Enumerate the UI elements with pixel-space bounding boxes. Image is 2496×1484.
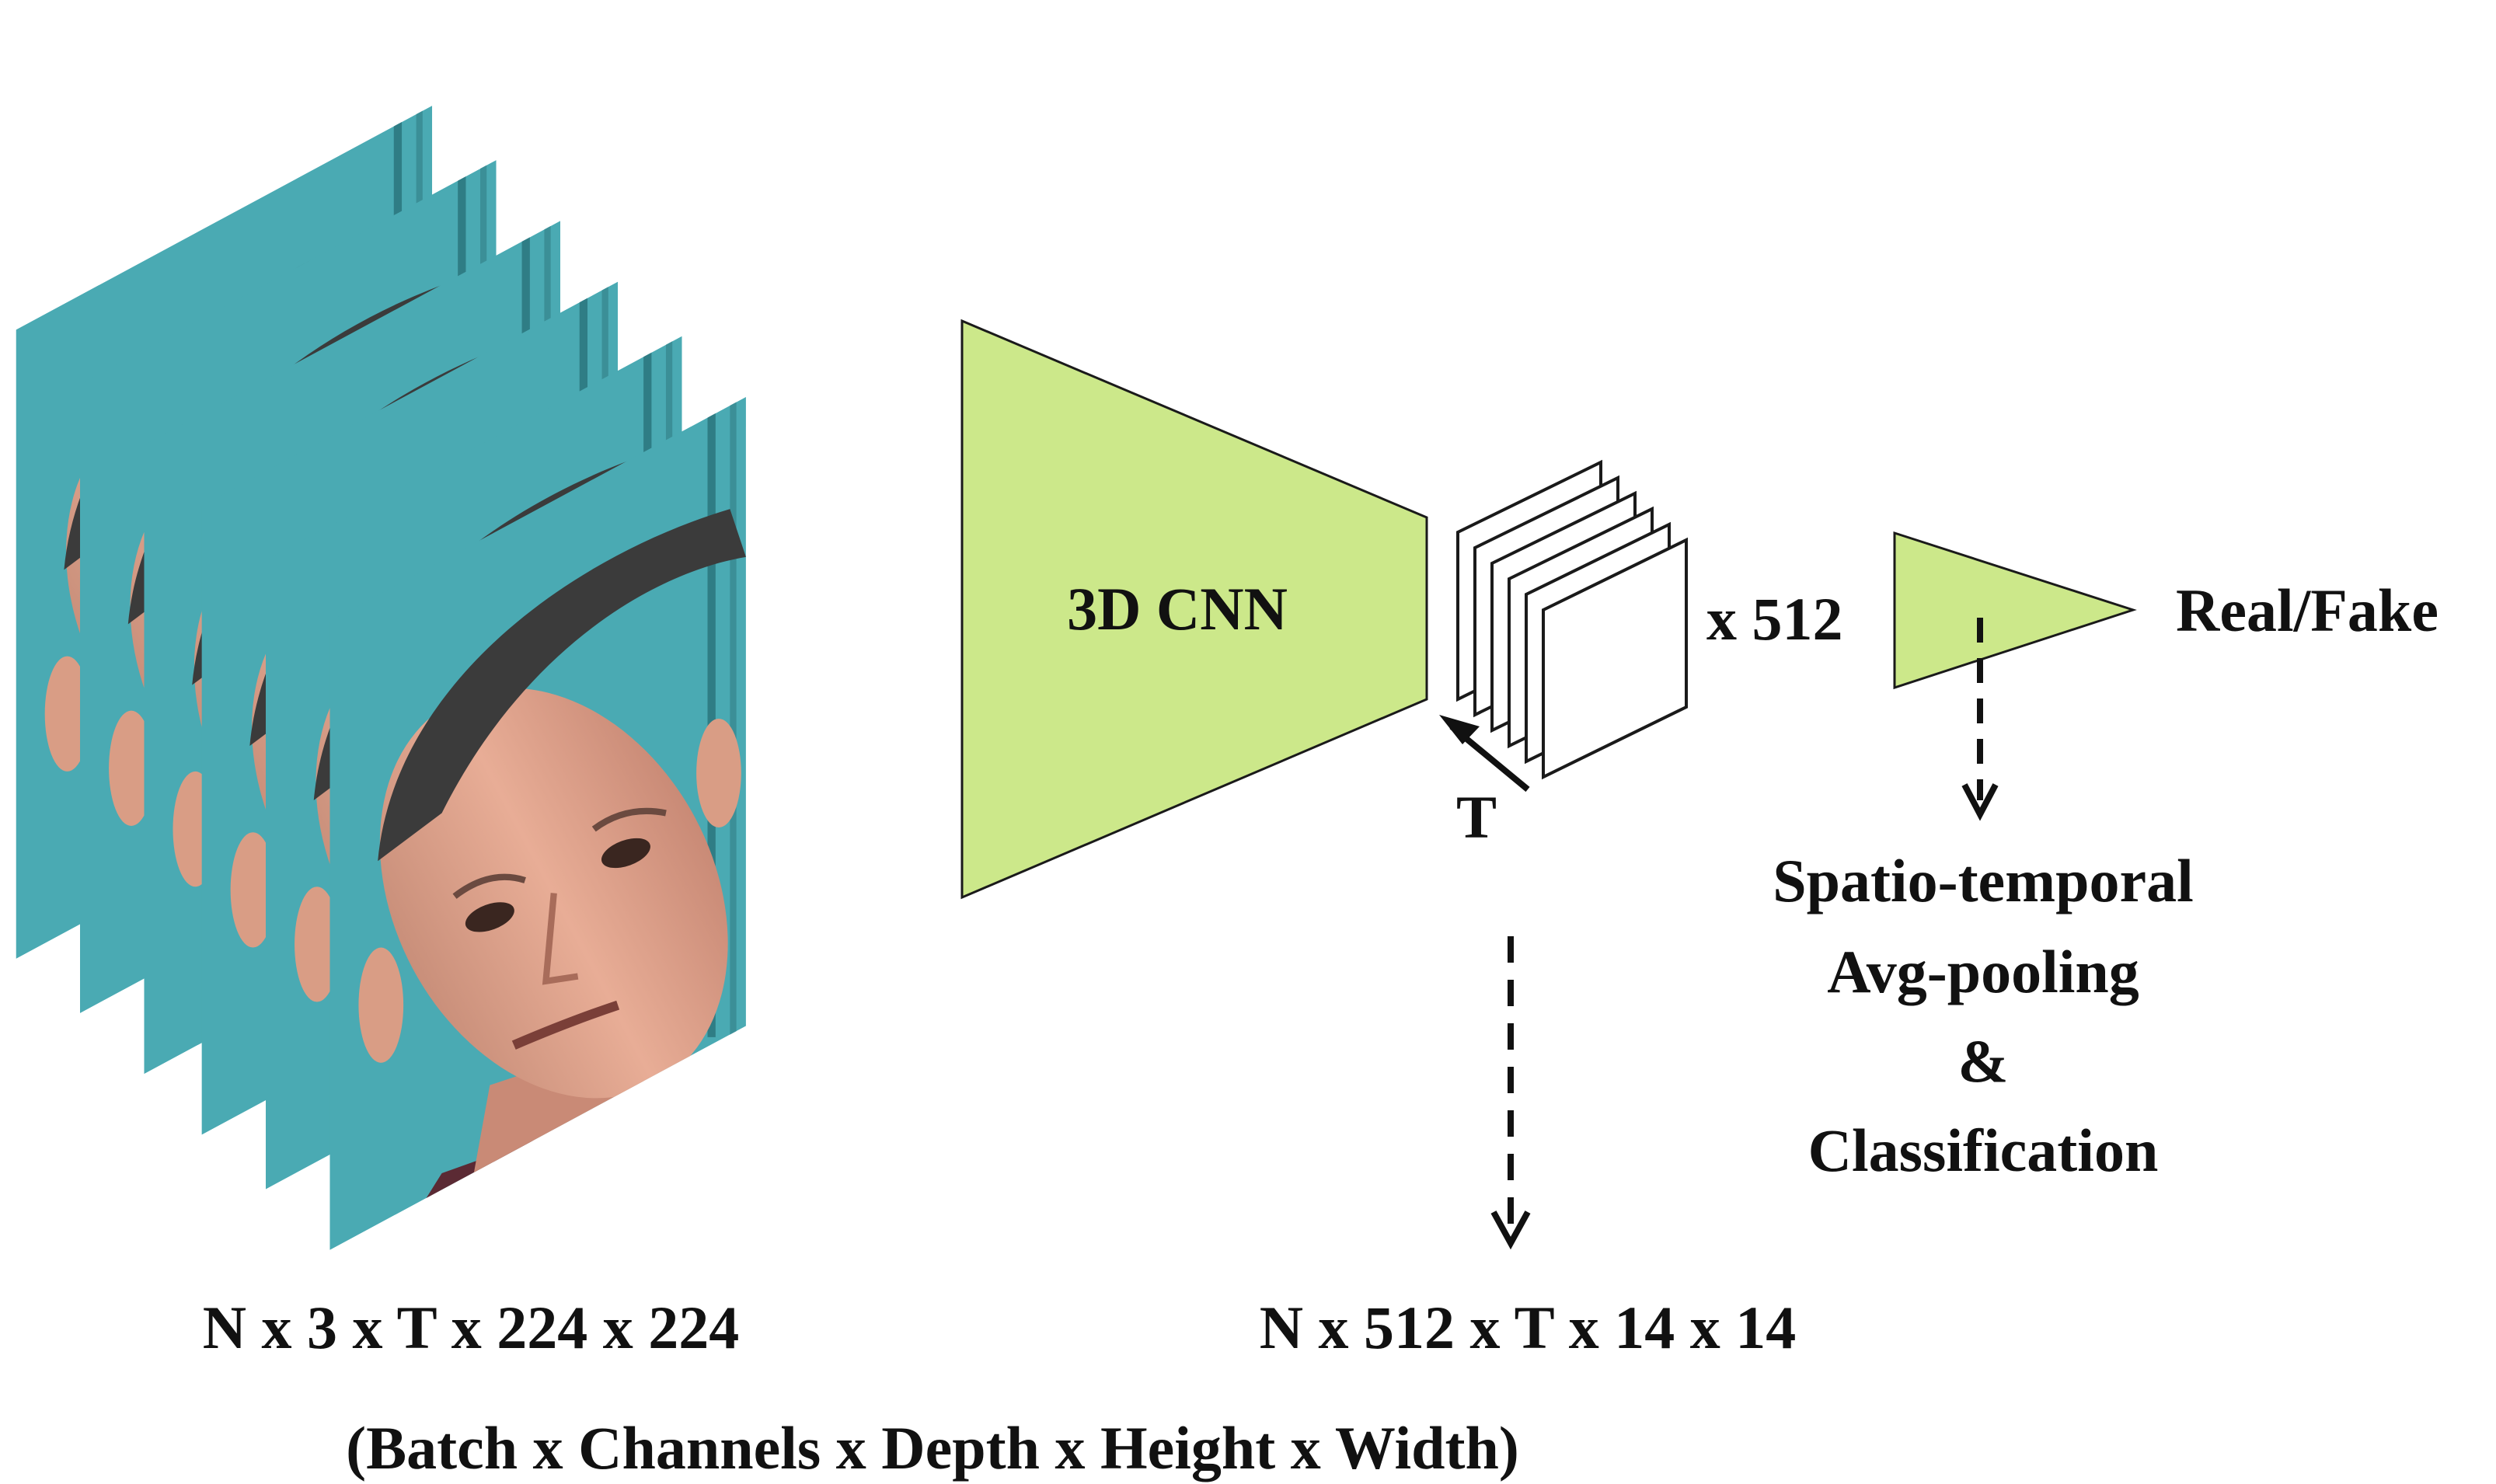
pooling-line-4: Classification bbox=[1808, 1116, 2159, 1184]
pooling-description: Spatio-temporal Avg-pooling & Classifica… bbox=[1773, 847, 2194, 1184]
feature-dims-label: N x 512 x T x 14 x 14 bbox=[1260, 1294, 1797, 1361]
output-label: Real/Fake bbox=[2176, 577, 2438, 644]
input-dims-label: N x 3 x T x 224 x 224 bbox=[203, 1294, 740, 1361]
feature-map-stack bbox=[1456, 459, 1688, 780]
time-arrow bbox=[1439, 715, 1530, 793]
dims-legend: (Batch x Channels x Depth x Height x Wid… bbox=[346, 1414, 1519, 1482]
time-label: T bbox=[1456, 783, 1497, 851]
pooling-line-3: & bbox=[1958, 1027, 2009, 1095]
feature-dashed-arrow bbox=[1490, 936, 1531, 1250]
feature-map-1 bbox=[1542, 537, 1688, 780]
classifier-triangle bbox=[1893, 531, 2137, 690]
channels-label: x 512 bbox=[1706, 585, 1843, 653]
input-frame-stack bbox=[0, 106, 797, 1261]
cnn-label: 3D CNN bbox=[1067, 575, 1288, 643]
pooling-line-1: Spatio-temporal bbox=[1773, 847, 2194, 914]
cnn-trapezoid bbox=[960, 319, 1428, 900]
pooling-line-2: Avg-pooling bbox=[1827, 938, 2139, 1005]
pooling-dashed-arrow bbox=[1961, 618, 1999, 821]
